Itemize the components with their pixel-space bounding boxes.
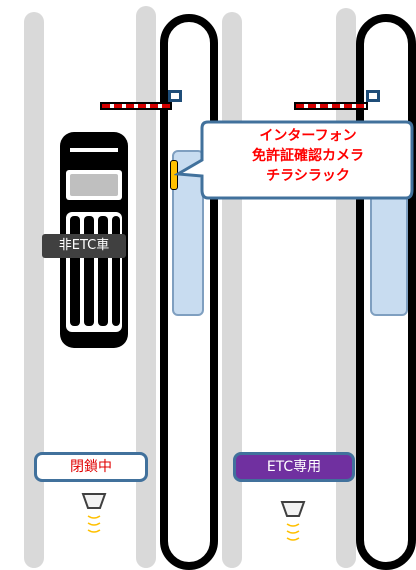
callout-balloon: [174, 120, 414, 200]
callout-line-flyer-rack: チラシラック: [266, 168, 350, 184]
lane-right-inner: [336, 8, 356, 568]
callout-line-license-camera: 免許証確認カメラ: [252, 148, 364, 164]
toll-island-left: [160, 14, 218, 570]
etc-only-sign: ETC専用: [233, 452, 355, 482]
lane-closed-sign: 閉鎖中: [34, 452, 148, 482]
callout-line-intercom: インターフォン: [259, 128, 357, 144]
gate-bar-right: [294, 102, 368, 110]
toll-island-right: [356, 14, 416, 570]
lane-left-outer: [24, 12, 44, 568]
car-label: 非ETC車: [42, 234, 126, 258]
gate-post-left: [168, 90, 182, 102]
detector-icon-right: [280, 501, 306, 541]
lane-left-inner: [136, 6, 156, 568]
lane-right-outer: [222, 12, 242, 568]
detector-icon-left: [81, 493, 107, 533]
callout-text: インターフォン 免許証確認カメラ チラシラック: [210, 126, 406, 186]
gate-bar-left: [100, 102, 172, 110]
gate-post-right: [366, 90, 380, 102]
